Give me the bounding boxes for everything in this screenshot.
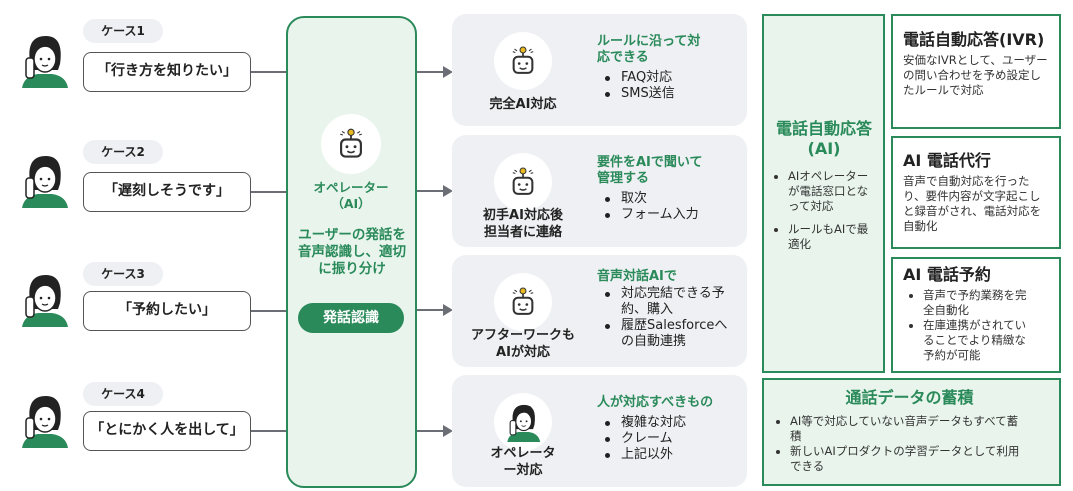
box-title: 通話データの蓄積 <box>845 388 974 407</box>
card-heading: 要件をAIで聞いて管理する <box>597 155 703 186</box>
case-quote: 「行き方を知りたい」 <box>83 52 251 92</box>
case-quote: 「遅刻しそうです」 <box>83 172 251 212</box>
connector-line <box>251 191 287 193</box>
robot-avatar <box>321 114 381 174</box>
caller-icon <box>16 32 72 88</box>
operator-description: ユーザーの発話を音声認識し、適切に振り分け <box>298 227 406 277</box>
card-heading: ルールに沿って対応できる <box>597 34 701 65</box>
ivr-box: 電話自動応答(IVR) 安価なIVRとして、ユーザーの問い合わせを予め設定したル… <box>891 14 1061 129</box>
connector-line <box>251 310 287 312</box>
list-item: 音声で予約業務を完全自動化 <box>903 288 1031 318</box>
box-title: 電話自動応答(IVR) <box>903 30 1045 49</box>
list-item: AI等で対応していない音声データもすべて蓄積 <box>770 414 1029 444</box>
box-title: 電話自動応答(AI) <box>776 119 873 158</box>
operator-subtitle: （AI） <box>331 196 371 211</box>
ai-operator-panel: オペレーター （AI） ユーザーの発話を音声認識し、適切に振り分け 発話認識 <box>286 16 417 488</box>
arrow <box>417 425 453 437</box>
ai-auto-answer-box: 電話自動応答(AI) AIオペレーターが電話窓口となって対応 ルールもAIで最適… <box>762 14 885 373</box>
list-item: 対応完結できる予約、購入 <box>597 286 737 318</box>
case-quote: 「予約したい」 <box>83 291 251 331</box>
robot-avatar <box>494 32 552 90</box>
list-item: FAQ対応 <box>597 70 747 86</box>
arrow <box>417 66 453 78</box>
card-caption: オペレーター対応 <box>490 446 556 478</box>
robot-icon <box>506 165 540 199</box>
robot-icon <box>506 44 540 78</box>
caller-icon <box>16 152 72 208</box>
list-item: 複雑な対応 <box>597 415 747 431</box>
operator-avatar <box>494 393 552 451</box>
box-text: 安価なIVRとして、ユーザーの問い合わせを予め設定したルールで対応 <box>903 53 1048 97</box>
ai-phone-reservation-box: AI 電話予約 音声で予約業務を完全自動化在庫連携がされていることでより精緻な予… <box>891 257 1061 373</box>
box-text: 音声で自動対応を行ったり、要件内容が文字起こしと録音がされ、電話対応を自動化 <box>903 174 1042 233</box>
list-item: SMS送信 <box>597 86 747 102</box>
case-label: ケース4 <box>83 382 163 406</box>
arrow <box>417 185 453 197</box>
case-quote: 「とにかく人を出して」 <box>83 411 251 451</box>
robot-icon <box>333 126 369 162</box>
caller-icon <box>16 271 72 327</box>
list-item: 上記以外 <box>597 447 747 463</box>
card-caption: アフターワークもAIが対応 <box>470 328 575 360</box>
case-label: ケース1 <box>83 19 163 43</box>
card-afterwork: アフターワークもAIが対応 音声対話AIで 対応完結できる予約、購入履歴Sale… <box>452 255 747 367</box>
case-label: ケース2 <box>83 140 163 164</box>
card-heading: 音声対話AIで <box>597 269 677 284</box>
caller-icon <box>16 392 72 448</box>
card-heading: 人が対応すべきもの <box>597 395 714 410</box>
connector-line <box>251 430 287 432</box>
call-data-storage-box: 通話データの蓄積 AI等で対応していない音声データもすべて蓄積新しいAIプロダク… <box>762 378 1061 486</box>
card-caption: 完全AI対応 <box>489 97 557 112</box>
box-title: AI 電話代行 <box>903 151 991 170</box>
list-item: 在庫連携がされていることでより精緻な予約が可能 <box>903 318 1031 363</box>
list-item: 取次 <box>597 191 747 207</box>
headset-operator-icon <box>503 402 543 442</box>
speech-recognition-badge: 発話認識 <box>298 303 404 333</box>
robot-avatar <box>494 273 552 331</box>
ai-phone-proxy-box: AI 電話代行 音声で自動対応を行ったり、要件内容が文字起こしと録音がされ、電話… <box>891 136 1061 249</box>
arrow <box>417 304 453 316</box>
list-item: 新しいAIプロダクトの学習データとして利用できる <box>770 444 1029 474</box>
case-label: ケース3 <box>83 262 163 286</box>
operator-title: オペレーター <box>313 180 389 195</box>
card-human-operator: オペレーター対応 人が対応すべきもの 複雑な対応クレーム上記以外 <box>452 375 747 487</box>
card-handoff: 初手AI対応後担当者に連絡 要件をAIで聞いて管理する 取次フォーム入力 <box>452 135 747 247</box>
robot-icon <box>506 285 540 319</box>
list-item: AIオペレーターが電話窓口となって対応 <box>768 169 878 214</box>
robot-avatar <box>494 153 552 211</box>
box-title: AI 電話予約 <box>903 265 991 284</box>
list-item: フォーム入力 <box>597 207 747 223</box>
card-caption: 初手AI対応後担当者に連絡 <box>483 208 563 240</box>
connector-line <box>251 71 287 73</box>
list-item: 履歴Salesforceへの自動連携 <box>597 318 737 350</box>
list-item: ルールもAIで最適化 <box>768 222 878 252</box>
list-item: クレーム <box>597 431 747 447</box>
